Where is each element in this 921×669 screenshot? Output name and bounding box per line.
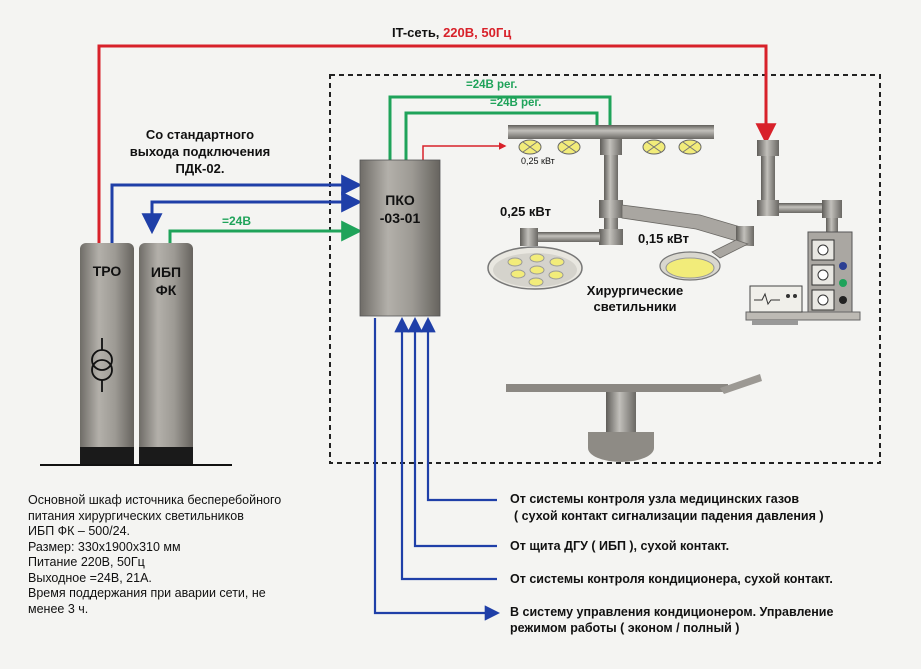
ibp-label-line1: ИБП xyxy=(150,264,182,280)
input-gas-line2: ( сухой контакт сигнализации падения дав… xyxy=(514,509,824,523)
small-lamp xyxy=(557,139,581,155)
cabinet-description: Основной шкаф источника бесперебойного п… xyxy=(28,493,281,617)
operating-room-boundary xyxy=(329,74,881,464)
dc-label: =24В xyxy=(222,214,252,228)
pko-label: ПКО -03-01 xyxy=(360,191,440,227)
input-cond-label: От системы контроля кондиционера, сухой … xyxy=(510,572,833,586)
green-line-24v xyxy=(168,220,363,248)
ibp-cabinet xyxy=(139,243,193,465)
tro-label: ТРО xyxy=(92,263,122,279)
blue-line-gas xyxy=(420,316,497,502)
input-gas-line1: От системы контроля узла медицинских газ… xyxy=(510,492,800,506)
output-cond-line1: В систему управления кондиционером. Упра… xyxy=(510,605,834,619)
description-line: ИБП ФК – 500/24. xyxy=(28,524,131,538)
description-line: менее 3 ч. xyxy=(28,601,89,616)
it-network-voltage: 220В, 50Гц xyxy=(443,25,512,40)
green-line-reg-2 xyxy=(404,111,599,160)
blue-line-tro xyxy=(110,174,363,248)
green-line-reg-1 xyxy=(388,95,612,160)
medical-console xyxy=(745,231,861,325)
console-column xyxy=(757,140,842,232)
red-line-small-lamp xyxy=(422,142,507,160)
lamps-caption: Хирургические светильники xyxy=(565,283,705,315)
operating-table xyxy=(506,374,762,462)
ibp-label: ИБП ФК xyxy=(139,263,193,299)
source-note: Со стандартного выхода подключения ПДК-0… xyxy=(120,126,280,177)
tro-cabinet xyxy=(80,243,134,465)
description-line: Размер: 330х1900х310 мм xyxy=(28,539,181,554)
small-lamp-power: 0,25 кВт xyxy=(521,156,555,166)
source-note-line: выхода подключения xyxy=(129,144,271,159)
small-lamp xyxy=(678,139,702,155)
description-line: Основной шкаф источника бесперебойного xyxy=(28,493,282,507)
output-cond-line2: режимом работы ( эконом / полный ) xyxy=(510,621,740,635)
big-lamp-power: 0,25 кВт xyxy=(500,204,552,219)
it-network-label: IT-сеть, 220В, 50Гц xyxy=(392,25,511,40)
ibp-label-line2: ФК xyxy=(155,282,177,298)
input-gas-label: От системы контроля узла медицинских газ… xyxy=(510,491,824,525)
medium-surgical-lamp xyxy=(659,251,721,281)
it-network-prefix: IT-сеть, xyxy=(392,25,440,40)
lamps-caption-line1: Хирургические xyxy=(586,283,684,298)
dc-reg-label-2: =24В рег. xyxy=(490,97,542,109)
blue-line-ibp-to-pko xyxy=(141,191,363,235)
description-line: Выходное =24В, 21А. xyxy=(28,570,152,585)
source-note-line: Со стандартного xyxy=(145,127,255,142)
big-surgical-lamp xyxy=(487,246,583,290)
output-cond-label: В систему управления кондиционером. Упра… xyxy=(510,604,833,636)
blue-line-dgu xyxy=(407,316,497,548)
lamps-caption-line2: светильники xyxy=(593,299,677,314)
ceiling-lamp-bar xyxy=(508,125,714,155)
description-line: Питание 220В, 50Гц xyxy=(28,555,145,569)
input-dgu-label: От щита ДГУ ( ИБП ), сухой контакт. xyxy=(510,539,730,553)
blue-line-cond-output xyxy=(373,318,501,621)
small-lamp xyxy=(518,139,542,155)
description-line: питания хирургических светильников xyxy=(28,508,244,523)
it-network-line xyxy=(97,44,777,248)
blue-line-cond-control xyxy=(394,316,497,581)
pko-label-line2: -03-01 xyxy=(379,210,421,226)
pko-box xyxy=(359,159,441,317)
small-lamp xyxy=(642,139,666,155)
source-note-line: ПДК-02. xyxy=(175,161,225,176)
pko-label-line1: ПКО xyxy=(385,192,415,208)
description-line: Время поддержания при аварии сети, не xyxy=(28,586,266,600)
lamp-mount-column xyxy=(520,139,754,259)
medium-lamp-power: 0,15 кВт xyxy=(638,231,690,246)
dc-reg-label-1: =24В рег. xyxy=(466,79,518,91)
